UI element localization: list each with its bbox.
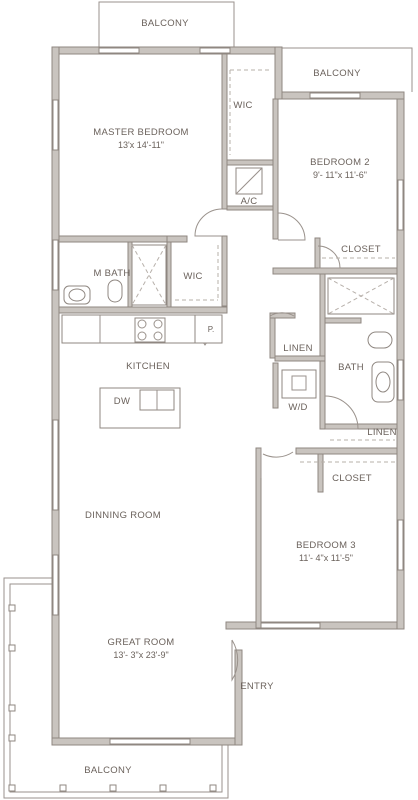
room-labels: BALCONY BALCONY MASTER BEDROOM 13'x 14'-… (84, 18, 396, 776)
pantry-label: P. (208, 325, 215, 334)
bath-label: BATH (338, 362, 364, 373)
bottom-balcony-label: BALCONY (84, 765, 132, 776)
wic-top-label: WIC (233, 100, 252, 111)
master-bedroom-size: 13'x 14'-11" (118, 140, 164, 150)
fixtures (61, 69, 395, 463)
bedroom2-label: BEDROOM 2 (310, 157, 370, 168)
dining-room-label: DINNING ROOM (85, 510, 161, 521)
linen-lower-label: LINEN (367, 427, 396, 438)
dw-label: DW (114, 396, 130, 407)
linen-upper-label: LINEN (283, 343, 312, 354)
top-balcony (98, 1, 235, 47)
right-balcony (280, 47, 413, 92)
kitchen-label: KITCHEN (126, 361, 170, 372)
bedroom3-size: 11'- 4"x 11'-5" (299, 553, 353, 563)
right-balcony-label: BALCONY (313, 68, 361, 79)
great-room-label: GREAT ROOM (107, 637, 174, 648)
entry-label: ENTRY (240, 681, 274, 692)
closet-b2-label: CLOSET (341, 244, 381, 255)
master-bedroom-label: MASTER BEDROOM (93, 127, 189, 138)
wic-mid-label: WIC (183, 271, 202, 282)
m-bath-label: M BATH (94, 268, 131, 279)
ac-label: A/C (241, 196, 258, 207)
exterior-walls (51, 46, 405, 746)
bedroom2-size: 9'- 11"x 11'-6" (313, 170, 367, 180)
bottom-balcony (3, 577, 229, 799)
top-balcony-label: BALCONY (141, 18, 189, 29)
closet-b3-label: CLOSET (332, 473, 372, 484)
wd-label: W/D (288, 402, 307, 413)
great-room-size: 13'- 3"x 23'-9" (113, 650, 168, 660)
bedroom3-label: BEDROOM 3 (296, 540, 356, 551)
